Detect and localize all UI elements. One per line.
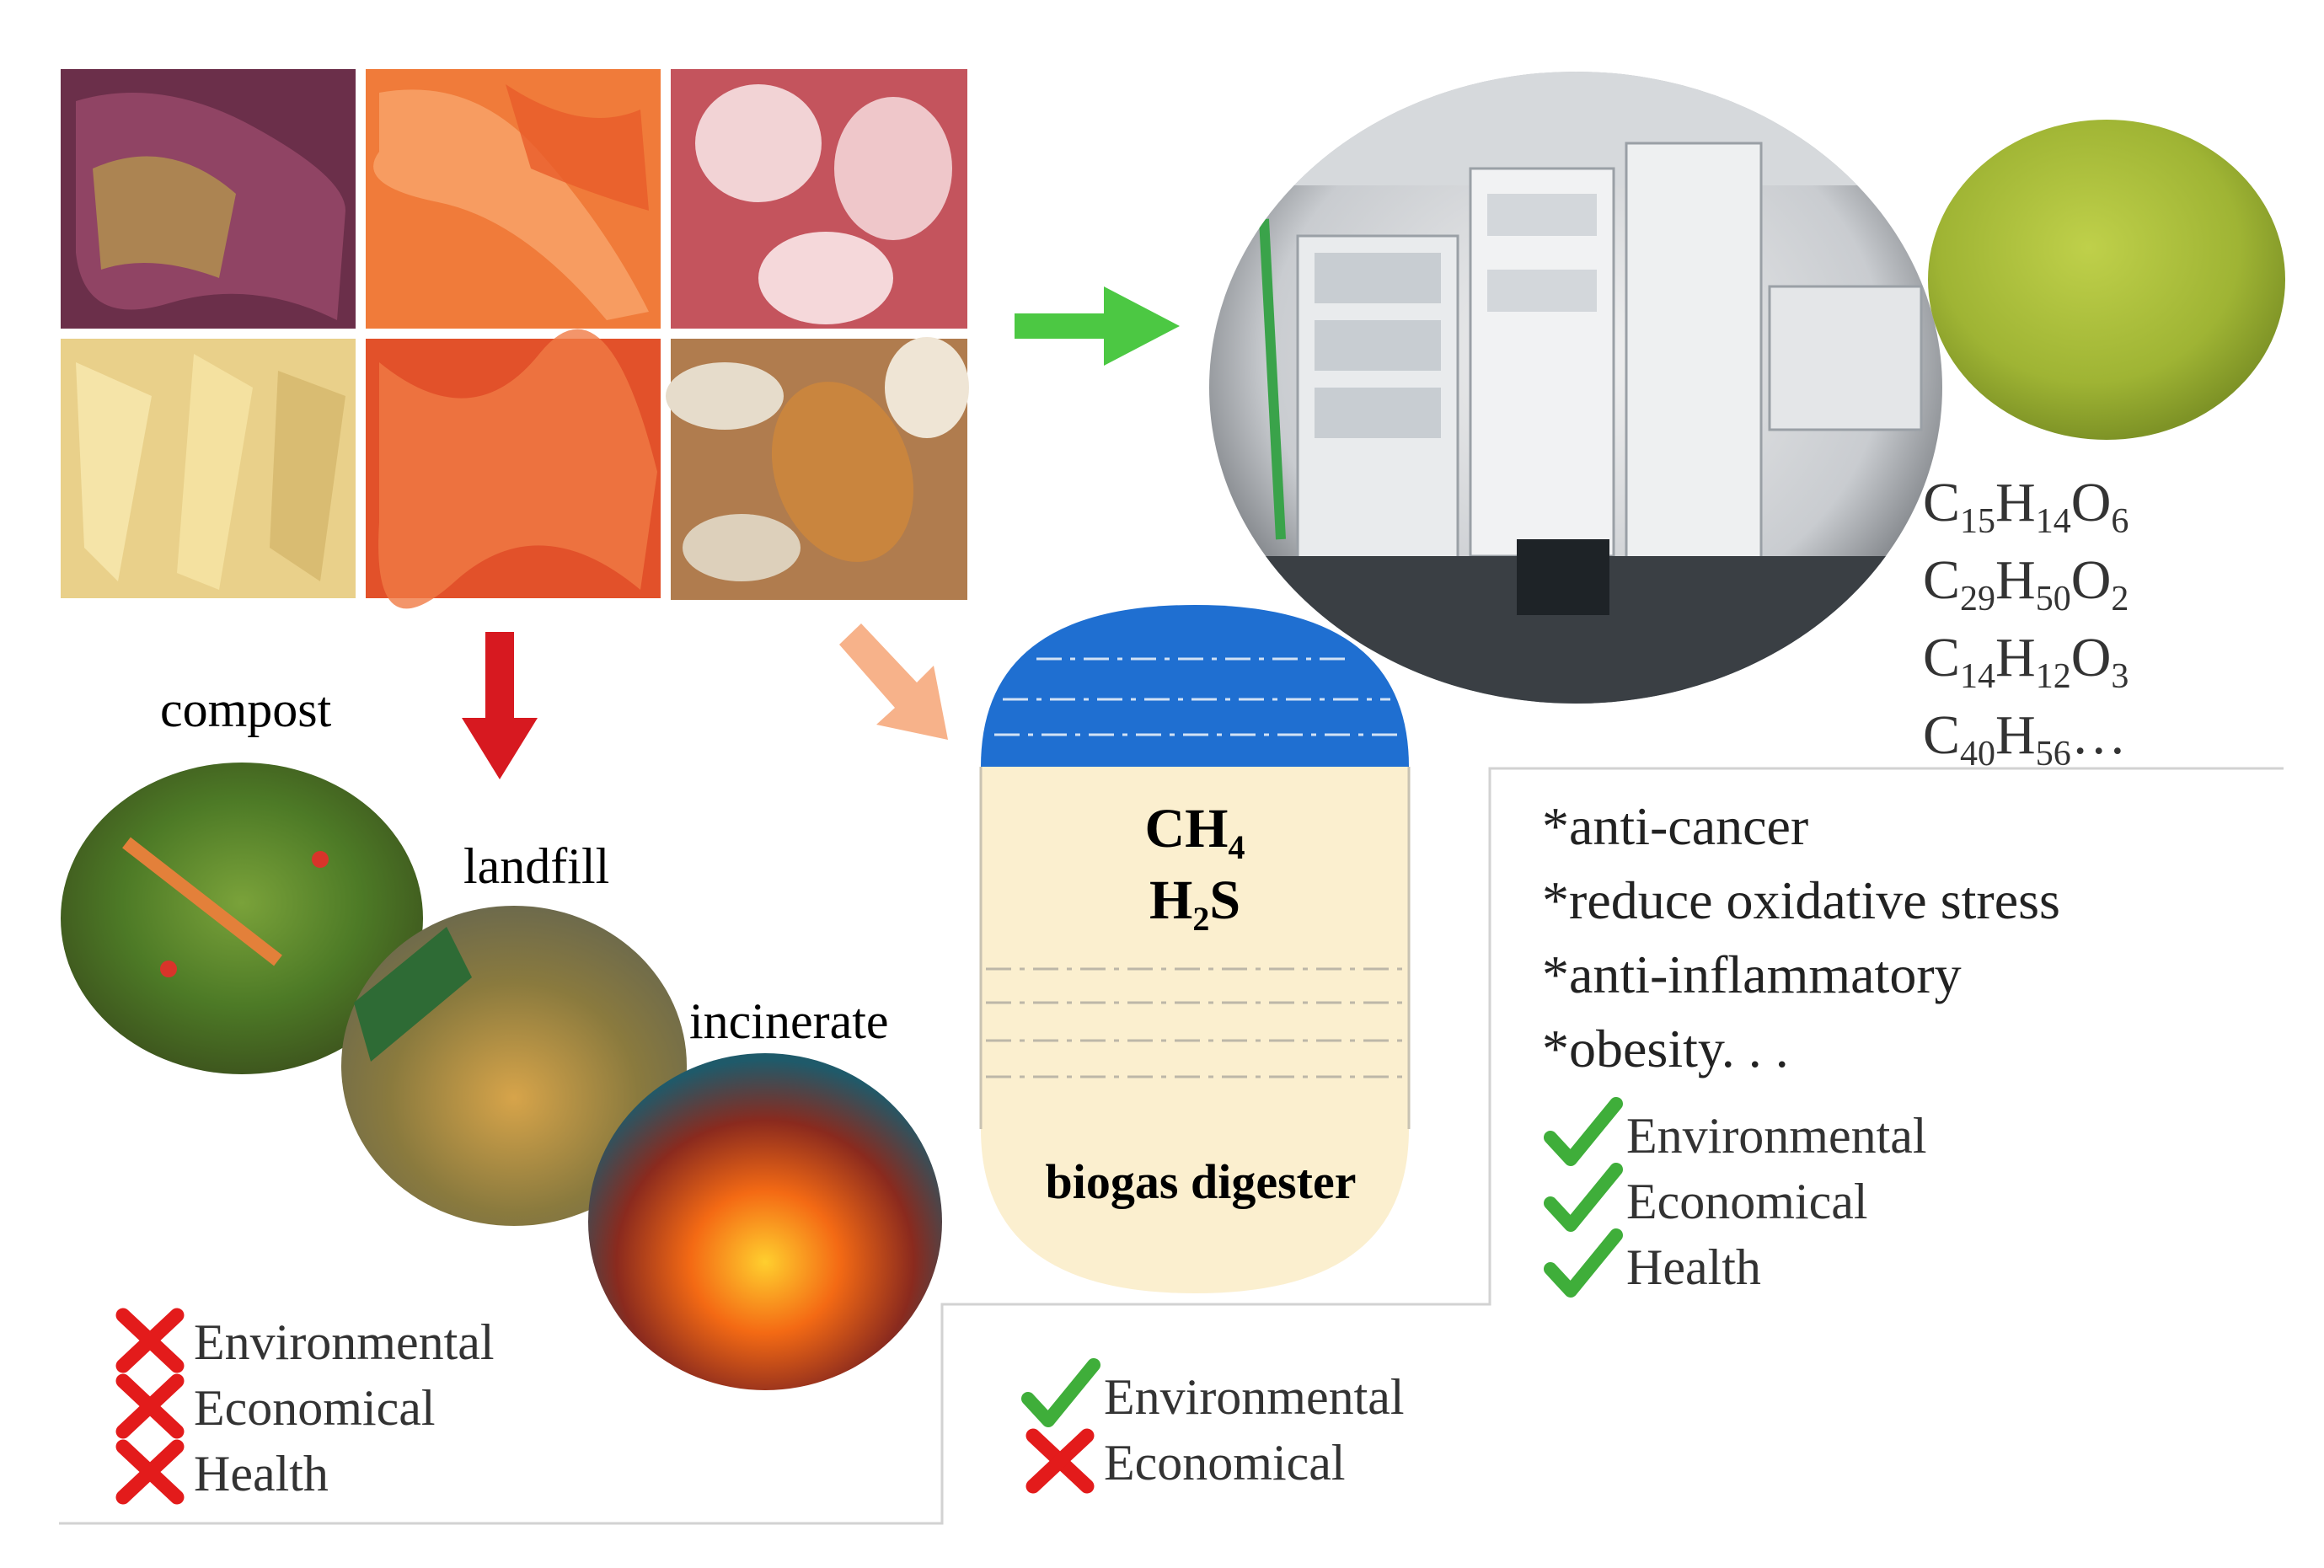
criteria-label-0: Environmental [1104,1369,1405,1425]
cross-stroke-b [115,1439,185,1505]
check-mark [1544,1163,1623,1232]
peel-photo-grid [61,69,969,609]
criteria-label-1: Economical [194,1380,436,1436]
gas-ch4: CH4 [1145,798,1245,866]
criteria-label-0: Environmental [1626,1108,1927,1164]
benefit-item-0: *anti-cancer [1542,796,1808,856]
arrow-diagonal-icon [839,623,948,740]
gas-h2s-sub: 2 [1192,900,1209,938]
landfill-label: landfill [463,838,609,894]
gas-h2s-h: H [1149,870,1192,931]
formula-0-part-3: 14 [2036,502,2071,541]
cross-icon [115,1439,185,1505]
formula-2-part-2: H [1995,627,2036,688]
formula-0-part-0: C [1923,472,1960,533]
check-mark [1021,1358,1100,1427]
compost-photo [61,763,423,1074]
formula-0-part-2: H [1995,472,2036,533]
biogas-digester: CH4 H2S biogas digester [979,605,1411,1293]
lab-instrument-photo [1209,72,1942,704]
arrow-right-icon [1015,286,1180,366]
cross-stroke-b [115,1373,185,1439]
digester-label: biogas digester [1046,1154,1357,1209]
check-icon [1021,1358,1100,1427]
benefits-list: *anti-cancer *reduce oxidative stress *ant… [1542,796,2060,1078]
benefit-item-3: *obesity. . . [1542,1019,1789,1078]
cross-stroke-b [115,1308,185,1373]
green-powder-photo [1928,120,2285,440]
formula-1-part-5: 2 [2111,580,2129,618]
incinerate-photo [588,1053,942,1390]
benefit-item-1: *reduce oxidative stress [1542,870,2060,930]
cross-stroke-b [1025,1428,1095,1494]
formula-2: C14H12O3 [1923,627,2129,696]
formula-0: C15H14O6 [1923,472,2129,541]
formula-0-part-4: O [2071,472,2112,533]
formula-2-part-5: 3 [2111,657,2129,696]
check-icon [1544,1097,1623,1166]
incinerate-label: incinerate [689,993,889,1049]
criteria-label-0: Environmental [194,1314,495,1370]
formula-1-part-1: 29 [1960,580,1995,618]
benefit-item-2: *anti-inflammatory [1542,945,1962,1004]
formula-1-part-4: O [2071,549,2112,611]
formula-3-part-3: 56 [2036,735,2071,773]
check-mark [1544,1228,1623,1298]
check-mark [1544,1097,1623,1166]
arrow-down-icon [462,632,538,779]
check-icon [1544,1163,1623,1232]
formula-3: C40H56… [1923,704,2127,773]
cross-icon [1025,1428,1095,1494]
divider-lines [59,767,2284,1525]
gas-ch4-sub: 4 [1229,828,1245,866]
criteria-label-1: Economical [1626,1174,1868,1229]
gas-h2s: H2S [1149,870,1240,938]
formula-3-part-2: H [1995,704,2036,766]
criteria-label-1: Economical [1104,1435,1346,1490]
formula-1-part-0: C [1923,549,1960,611]
formula-1-part-2: H [1995,549,2036,611]
formula-0-part-5: 6 [2111,502,2129,541]
check-icon [1544,1228,1623,1298]
gas-h2s-s: S [1209,870,1240,931]
formula-3-part-0: C [1923,704,1960,766]
compost-label: compost [160,682,332,737]
formula-1-part-3: 50 [2036,580,2071,618]
formula-1: C29H50O2 [1923,549,2129,618]
formula-2-part-0: C [1923,627,1960,688]
formula-2-part-4: O [2071,627,2112,688]
formula-list: C15H14O6C29H50O2C14H12O3C40H56… [1923,472,2129,773]
formula-2-part-1: 14 [1960,657,1995,696]
cross-icon [115,1308,185,1373]
formula-3-part-1: 40 [1960,735,1995,773]
criteria-label-2: Health [194,1446,329,1501]
formula-3-part-4: … [2071,704,2127,766]
formula-0-part-1: 15 [1960,502,1995,541]
cross-icon [115,1373,185,1439]
gas-ch4-main: CH [1145,798,1229,859]
formula-2-part-3: 12 [2036,657,2071,696]
criteria-label-2: Health [1626,1239,1761,1295]
